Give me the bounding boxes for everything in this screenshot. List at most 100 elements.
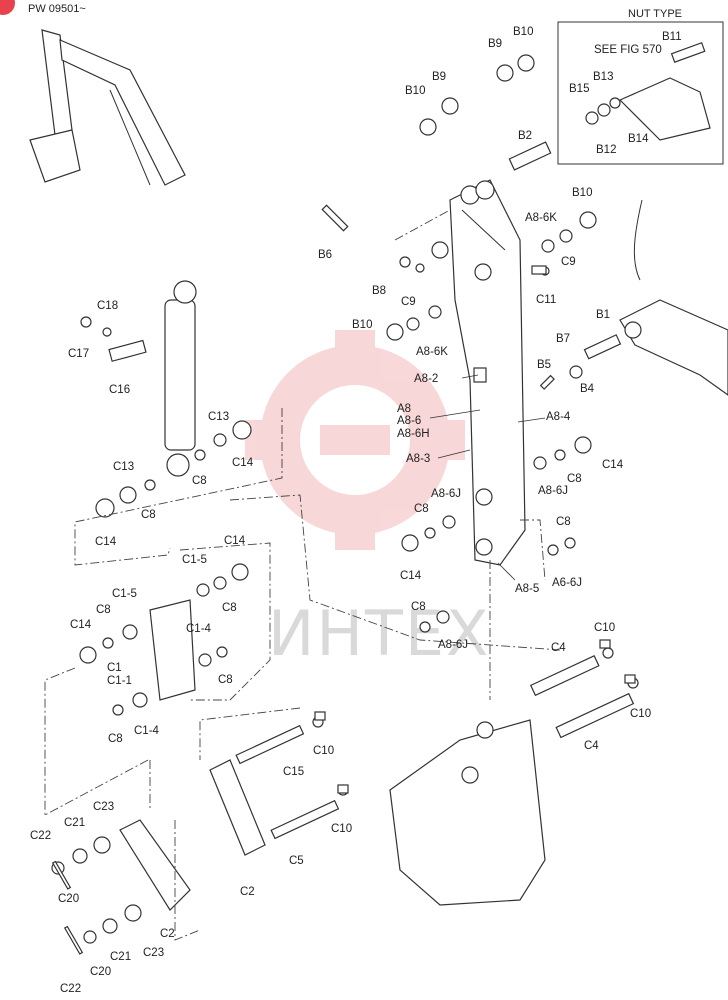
label-b6: B6	[318, 249, 332, 261]
label-a8-6j-c: A8-6J	[438, 639, 468, 651]
label-c1-1: C1-1	[107, 675, 132, 687]
label-c18: C18	[97, 300, 118, 312]
pin-c4-lower	[555, 692, 635, 739]
pin-c15	[235, 724, 305, 765]
label-c10-d: C10	[331, 823, 352, 835]
label-c14-r2: C14	[400, 570, 422, 582]
label-c8-f: C8	[108, 733, 123, 745]
label-c1: C1	[107, 662, 122, 674]
label-c14-d: C14	[70, 619, 92, 631]
label-c11: C11	[536, 294, 556, 306]
link-c1	[149, 599, 196, 701]
label-a8-6h: A8-6H	[397, 428, 430, 440]
label-a6-6j: A6-6J	[552, 577, 582, 589]
pin-c4-upper	[529, 654, 600, 697]
label-b1: B1	[596, 309, 610, 321]
label-c16: C16	[109, 384, 130, 396]
label-c9-b: C9	[401, 296, 416, 308]
boom-section	[619, 299, 728, 396]
label-leaders	[429, 374, 546, 581]
pin-b1	[583, 334, 622, 360]
label-b10-b: B10	[513, 26, 533, 38]
label-b14: B14	[628, 133, 649, 145]
watermark-text: ИНТЕХ	[268, 597, 491, 670]
label-b7: B7	[556, 333, 570, 345]
label-c2-b: C2	[160, 928, 175, 940]
label-b10-d: B10	[352, 319, 372, 331]
label-c21-b: C21	[110, 951, 131, 963]
label-a8-5: A8-5	[515, 583, 539, 595]
label-a8: A8	[397, 403, 411, 415]
label-c1-4-b: C1-4	[134, 725, 160, 737]
watermark-logo	[245, 330, 465, 550]
label-c15: C15	[283, 766, 304, 778]
pin-c5	[270, 799, 340, 840]
label-c9-a: C9	[561, 256, 576, 268]
label-b11: B11	[662, 31, 682, 43]
label-c23-a: C23	[93, 801, 114, 813]
label-b9-a: B9	[432, 71, 446, 83]
label-c22-a: C22	[30, 830, 51, 842]
label-a8-2: A8-2	[414, 373, 438, 385]
label-c13-a: C13	[208, 411, 229, 423]
label-c8-d: C8	[96, 604, 111, 616]
label-c10-c: C10	[313, 745, 334, 757]
label-a8-3: A8-3	[406, 453, 430, 465]
label-c14-r1: C14	[602, 459, 624, 471]
label-a8-6k-mid: A8-6K	[416, 346, 448, 358]
label-c17: C17	[68, 348, 89, 360]
label-b12: B12	[596, 144, 616, 156]
label-c14-a: C14	[232, 457, 254, 469]
label-b10-a: B10	[405, 85, 425, 97]
label-c5: C5	[289, 855, 304, 867]
serial-range: PW 09501~	[28, 3, 86, 15]
label-a8-6k-top: A8-6K	[525, 212, 557, 224]
label-c8-r1: C8	[567, 473, 582, 485]
label-c8-b: C8	[141, 509, 156, 521]
label-b8: B8	[372, 285, 386, 297]
bucket-cylinder	[164, 280, 197, 477]
label-c2-a: C2	[240, 886, 255, 898]
inset-note: SEE FIG 570	[594, 44, 662, 56]
label-b4: B4	[580, 383, 595, 395]
arrow-leader	[633, 199, 643, 281]
label-c20-a: C20	[58, 893, 79, 905]
label-c14-c: C14	[224, 535, 246, 547]
label-c8-r4: C8	[411, 601, 426, 613]
label-b15: B15	[569, 83, 589, 95]
link-c2-right	[209, 759, 266, 856]
label-c20-b: C20	[90, 966, 111, 978]
nut-type-inset: NUT TYPE SEE FIG 570	[557, 8, 724, 165]
label-a8-6: A8-6	[397, 415, 421, 427]
label-b2: B2	[518, 130, 532, 142]
label-c10-b: C10	[630, 708, 651, 720]
label-b10-c: B10	[572, 187, 592, 199]
label-a8-6j-a: A8-6J	[538, 485, 568, 497]
label-c4-b: C4	[584, 740, 599, 752]
label-c21-a: C21	[64, 817, 85, 829]
label-c8-r2: C8	[414, 503, 429, 515]
label-c14-b: C14	[95, 536, 117, 548]
label-b5: B5	[537, 359, 551, 371]
part-labels: B1 B2 B4 B5 B6 B7 B8 B9 B9 B10 B10 B10 B…	[30, 26, 682, 995]
bolts-and-fittings	[51, 204, 636, 955]
label-c23-b: C23	[143, 947, 164, 959]
label-c8-r3: C8	[556, 516, 571, 528]
label-c4-a: C4	[551, 642, 566, 654]
assembly-leader-lines	[44, 209, 561, 941]
label-c1-5-a: C1-5	[182, 554, 207, 566]
label-c1-5-b: C1-5	[112, 588, 137, 600]
excavator-thumbnail	[29, 29, 186, 186]
corner-badge-icon	[0, 0, 15, 15]
inset-title: NUT TYPE	[628, 8, 682, 20]
bucket	[389, 719, 546, 906]
label-b9-b: B9	[488, 38, 502, 50]
label-c22-b: C22	[60, 983, 81, 995]
label-c13-b: C13	[113, 461, 134, 473]
pin-b2	[508, 141, 552, 171]
label-c8-c: C8	[222, 602, 237, 614]
link-c2-left	[119, 819, 191, 911]
label-c10-a: C10	[594, 622, 615, 634]
